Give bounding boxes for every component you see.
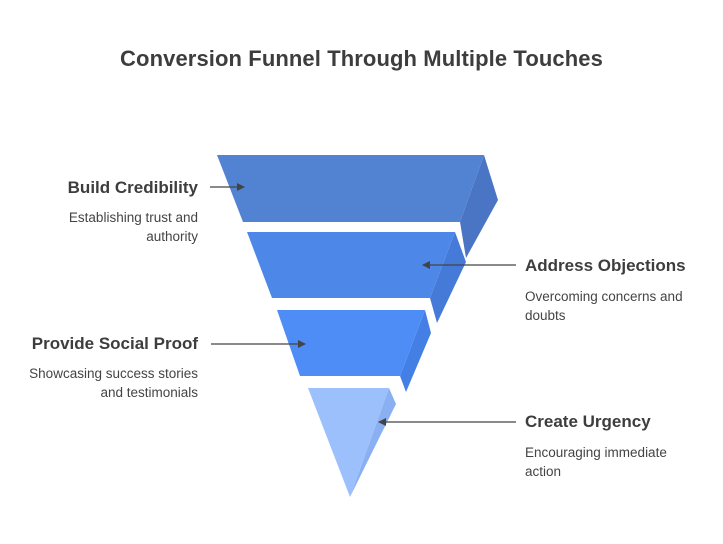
- stage-1-front: [217, 155, 484, 222]
- funnel-stage-create-urgency: [308, 388, 396, 497]
- funnel-stage-address-objections: [247, 232, 466, 323]
- stage-4-side: [350, 388, 396, 497]
- stage-label-build-credibility: Build Credibility: [67, 178, 198, 197]
- stage-3-side: [400, 310, 431, 392]
- stage-description-build-credibility: Establishing trust and authority: [68, 210, 198, 244]
- stage-label-create-urgency: Create Urgency: [525, 412, 651, 431]
- funnel-stage-build-credibility: [217, 155, 498, 258]
- stage-2-front: [247, 232, 455, 298]
- stage-4-front: [308, 388, 389, 497]
- funnel-stage-social-proof: [277, 310, 431, 392]
- stage-label-social-proof: Provide Social Proof: [31, 334, 198, 353]
- diagram-title: Conversion Funnel Through Multiple Touch…: [120, 46, 603, 71]
- stage-description-create-urgency: Encouraging immediate action: [525, 445, 667, 479]
- stage-3-front: [277, 310, 425, 376]
- stage-1-side: [460, 155, 498, 258]
- stage-description-address-objections: Overcoming concerns and doubts: [525, 289, 683, 323]
- stage-label-address-objections: Address Objections: [525, 256, 686, 275]
- stage-2-side: [430, 232, 466, 323]
- stage-description-social-proof: Showcasing success stories and testimoni…: [29, 366, 198, 400]
